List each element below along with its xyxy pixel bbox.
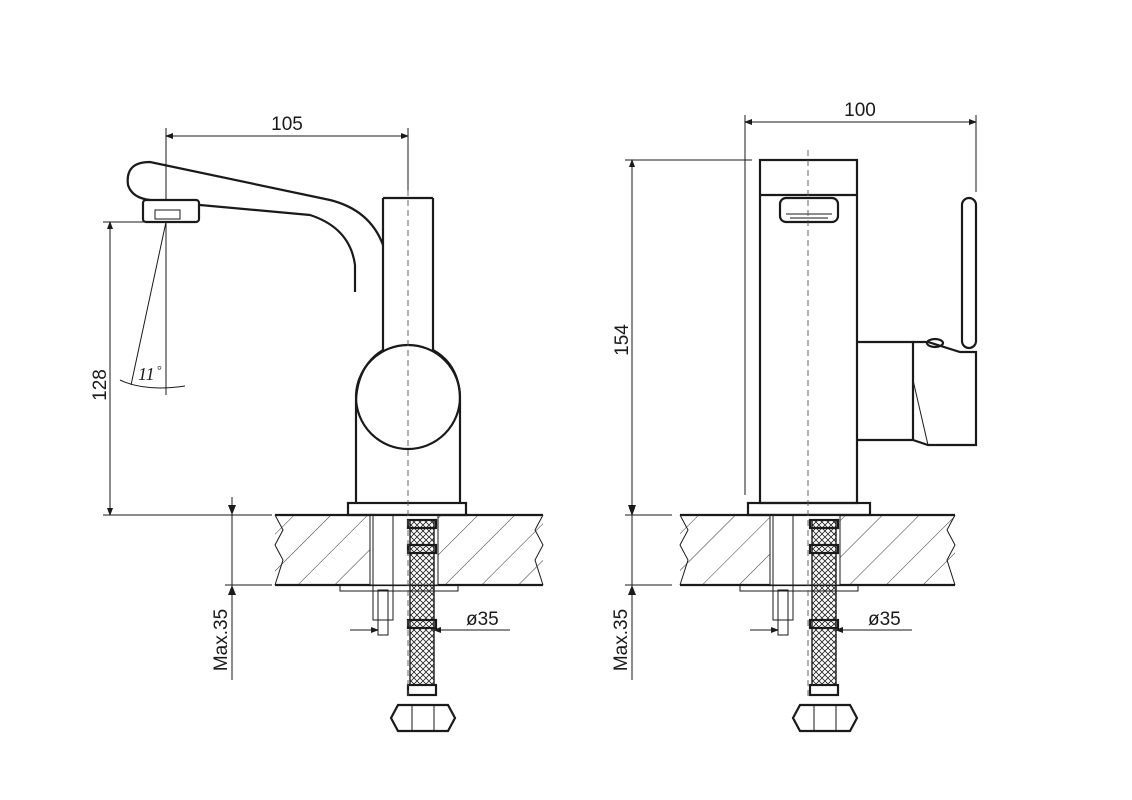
left-view: 105 128 11° Max.35 ø3: [90, 114, 544, 733]
right-hole-dimension: ø35: [750, 609, 912, 633]
left-height-dimension: 128: [90, 221, 272, 516]
right-body: [758, 158, 859, 505]
left-aerator: [141, 198, 201, 224]
right-height-dimension: 154: [612, 159, 752, 516]
right-hole-label: ø35: [868, 609, 901, 630]
left-angle-label: 11°: [138, 363, 162, 384]
left-height-label: 128: [90, 369, 111, 401]
right-view: 100 154 Max.35 ø35: [611, 100, 978, 733]
right-width-dimension: 100: [744, 100, 977, 495]
left-hole-label: ø35: [466, 609, 499, 630]
left-angle-dimension: 11°: [119, 221, 186, 395]
right-width-label: 100: [844, 100, 876, 121]
right-handle: [857, 196, 978, 447]
left-width-dimension: 105: [165, 114, 409, 200]
left-body: [354, 196, 462, 503]
left-base-plate: [346, 501, 468, 517]
right-thickness-dimension: Max.35: [611, 497, 672, 680]
right-fittings: [739, 514, 859, 733]
left-fittings: [339, 514, 459, 733]
right-height-label: 154: [612, 324, 633, 356]
left-width-label: 105: [271, 114, 303, 135]
left-thickness-dimension: Max.35: [211, 497, 272, 680]
left-hole-dimension: ø35: [350, 609, 510, 633]
right-base-plate: [746, 501, 872, 517]
left-thickness-label: Max.35: [211, 609, 232, 671]
left-spout: [126, 160, 385, 292]
right-thickness-label: Max.35: [611, 609, 632, 671]
right-aerator: [778, 196, 840, 224]
